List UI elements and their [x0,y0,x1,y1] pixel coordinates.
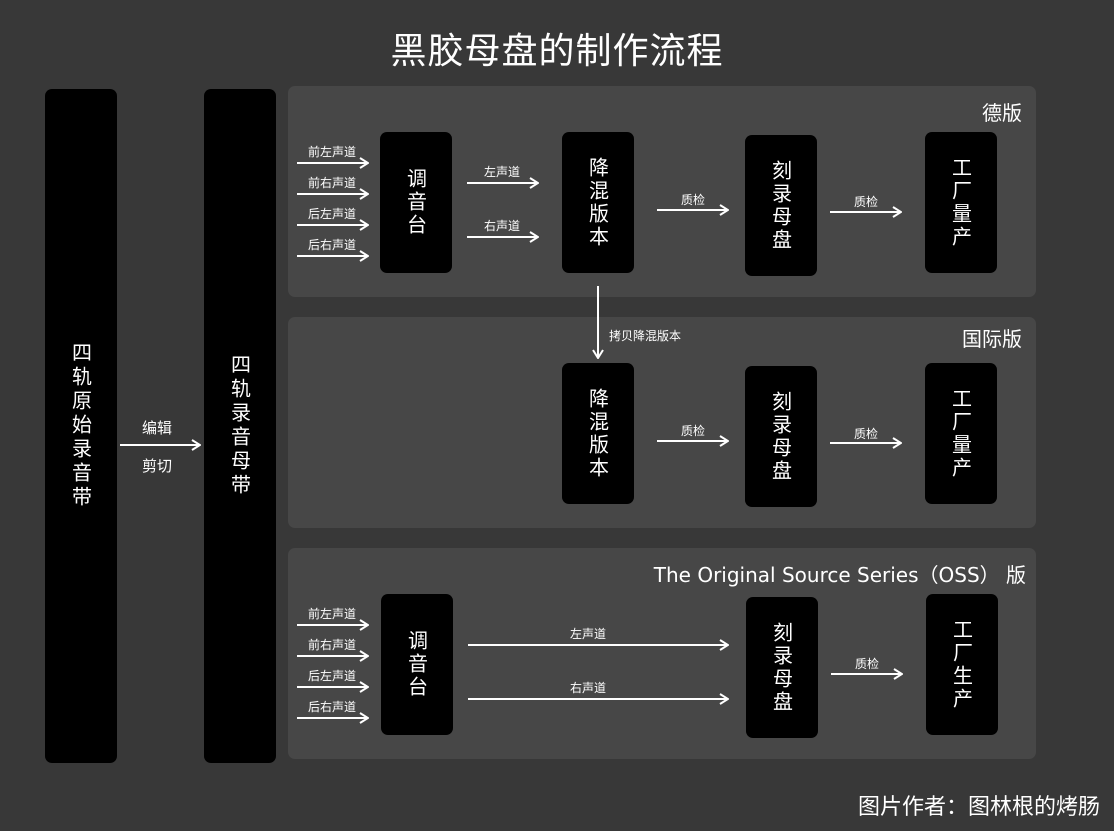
original-tape-box: 四轨原始录音带 [45,89,117,763]
oss-input-label: 后右声道 [308,700,357,714]
edit-label: 编辑 [142,419,173,437]
oss-right-channel-label: 右声道 [570,681,607,695]
oss-console-label: 调音台 [404,630,429,699]
oss-console-box: 调音台 [381,594,453,735]
international-panel [288,317,1036,528]
german-input-label: 前右声道 [308,176,357,190]
international-cut-box: 刻录母盘 [745,366,817,507]
german-cut-label: 刻录母盘 [768,159,793,252]
german-right-channel-label: 右声道 [484,219,521,233]
german-panel-label: 德版 [982,101,1022,125]
german-factory-box: 工厂量产 [925,132,997,273]
oss-panel-label: The Original Source Series（OSS） 版 [653,563,1026,587]
master-tape-box: 四轨录音母带 [204,89,276,763]
german-downmix-box: 降混版本 [562,132,634,273]
international-factory-label: 工厂量产 [948,387,973,480]
german-left-channel-label: 左声道 [484,165,521,179]
german-input-label: 后右声道 [308,238,357,252]
master-tape-label: 四轨录音母带 [227,354,252,498]
german-input-label: 前左声道 [308,145,357,159]
international-downmix-box: 降混版本 [562,363,634,504]
oss-input-label: 后左声道 [308,669,357,683]
german-cut-box: 刻录母盘 [745,135,817,276]
oss-factory-label: 工厂生产 [949,618,974,711]
oss-input-label: 前左声道 [308,607,357,621]
german-console-label: 调音台 [403,168,428,237]
cut-label: 剪切 [142,457,173,475]
international-qc2-label: 质检 [854,427,879,441]
oss-cut-box: 刻录母盘 [746,597,818,738]
international-qc-label: 质检 [681,424,706,438]
international-cut-label: 刻录母盘 [768,390,793,483]
german-qc-label: 质检 [681,193,706,207]
german-downmix-label: 降混版本 [585,156,610,249]
german-qc2-label: 质检 [854,195,879,209]
copy-downmix-label: 拷贝降混版本 [609,329,682,343]
oss-input-label: 前右声道 [308,638,357,652]
german-input-label: 后左声道 [308,207,357,221]
credit: 图片作者：图林根的烤肠 [857,795,1100,820]
german-console-box: 调音台 [380,132,452,273]
oss-factory-box: 工厂生产 [926,594,998,735]
international-panel-label: 国际版 [962,327,1022,351]
oss-cut-label: 刻录母盘 [769,621,794,714]
oss-qc-label: 质检 [855,657,880,671]
diagram-title: 黑胶母盘的制作流程 [390,31,724,72]
international-downmix-label: 降混版本 [585,387,610,480]
german-factory-label: 工厂量产 [948,156,973,249]
international-factory-box: 工厂量产 [925,363,997,504]
original-tape-label: 四轨原始录音带 [68,342,93,510]
oss-left-channel-label: 左声道 [570,627,607,641]
